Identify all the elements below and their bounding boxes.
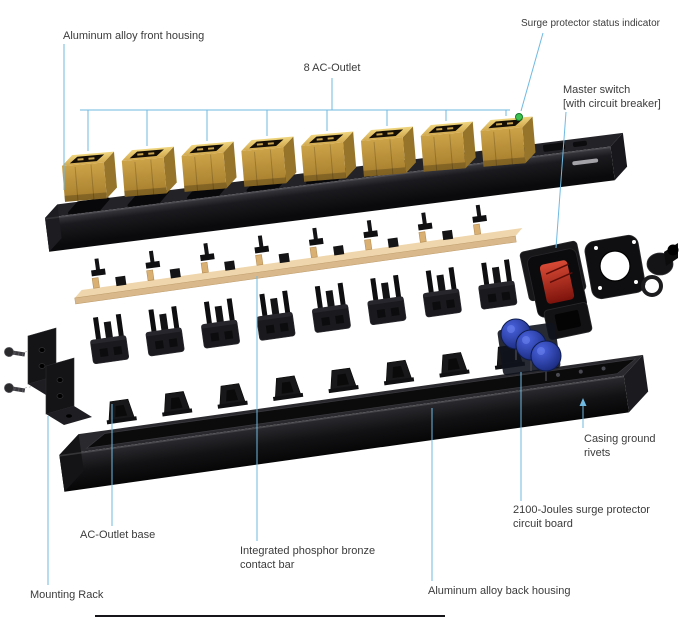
label-ac-outlets-text: 8 AC-Outlet — [303, 62, 361, 74]
label-status-indicator-text: Surge protector status indicator — [521, 18, 660, 29]
label-master-switch-line1: Master switch — [563, 84, 631, 96]
label-ac-outlets: 8 AC-Outlet — [304, 61, 361, 75]
bottom-edge-line — [95, 615, 445, 617]
label-contact-bar-line1: Integrated phosphor bronze — [240, 545, 376, 557]
gland-mounting-plate — [584, 234, 646, 300]
label-circuit-board-line1: 2100-Joules surge protector — [513, 504, 650, 516]
label-ground-rivets-line2: rivets — [584, 447, 611, 460]
label-front-housing: Aluminum alloy front housing — [63, 29, 204, 43]
surge-mov-discs — [497, 318, 562, 381]
label-master-switch: Master switch [with circuit breaker] — [563, 83, 661, 112]
label-back-housing: Aluminum alloy back housing — [428, 584, 570, 598]
label-contact-bar-line2: contact bar — [240, 559, 295, 572]
master-switch — [519, 240, 593, 340]
phosphor-bronze-bar — [74, 223, 523, 305]
screw — [4, 383, 26, 393]
label-master-switch-line2: [with circuit breaker] — [563, 98, 661, 111]
bracket — [45, 357, 92, 425]
label-status-indicator: Surge protector status indicator — [521, 17, 660, 30]
label-circuit-board-line2: circuit board — [513, 518, 573, 531]
label-circuit-board: 2100-Joules surge protector circuit boar… — [513, 503, 650, 532]
label-back-housing-text: Aluminum alloy back housing — [428, 585, 571, 597]
ground-rivets — [555, 366, 606, 377]
mounting-rack — [4, 327, 92, 425]
label-outlet-base-text: AC-Outlet base — [80, 529, 156, 541]
label-mounting-rack: Mounting Rack — [30, 588, 103, 602]
status-led — [515, 113, 523, 121]
cable-gland — [641, 243, 679, 297]
brand-logo — [572, 158, 599, 166]
label-ground-rivets: Casing ground rivets — [584, 432, 656, 461]
label-ground-rivets-line1: Casing ground — [584, 433, 656, 445]
label-mounting-rack-text: Mounting Rack — [30, 589, 104, 601]
label-outlet-base: AC-Outlet base — [80, 528, 155, 542]
contact-bar-assembly — [74, 204, 523, 305]
leader-lines — [47, 32, 587, 585]
switch-rocker — [539, 260, 575, 304]
label-front-housing-text: Aluminum alloy front housing — [63, 30, 205, 42]
label-contact-bar: Integrated phosphor bronze contact bar — [240, 544, 375, 573]
reset-cutout — [572, 140, 587, 147]
back-housing — [59, 354, 649, 492]
screw — [4, 347, 26, 357]
switch-cutout — [543, 142, 566, 152]
